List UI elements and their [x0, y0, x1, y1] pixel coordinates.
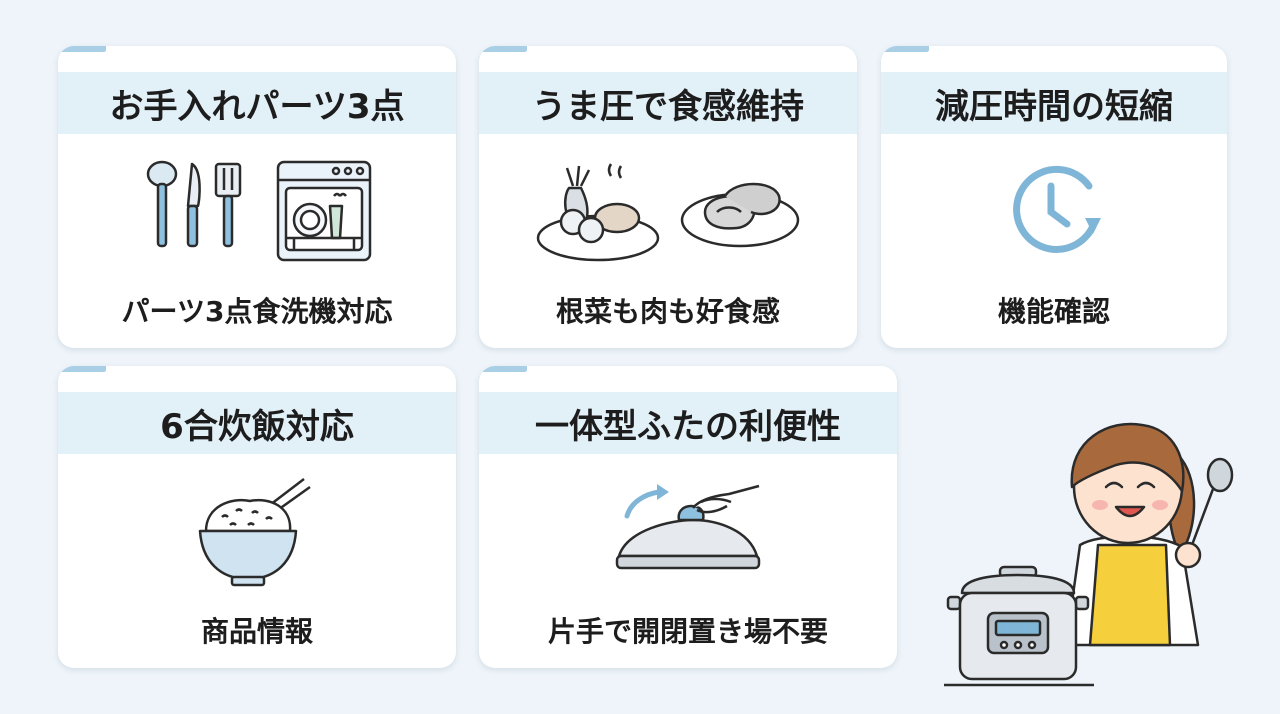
dishwasher-icon	[276, 160, 372, 262]
clock-icon	[1013, 165, 1101, 253]
card-caption: 根菜も肉も好食感	[555, 295, 780, 328]
card-tab	[58, 46, 106, 52]
card-tab	[479, 46, 527, 52]
card-illustration	[479, 466, 897, 596]
feature-card-depressurize: 減圧時間の短縮 機能確認	[881, 46, 1227, 348]
card-tab	[479, 366, 527, 372]
meat-plate-icon	[680, 182, 800, 248]
rice-bowl-icon	[198, 478, 311, 587]
card-title: うま圧で食感維持	[479, 72, 857, 134]
card-illustration	[479, 146, 857, 276]
feature-card-rice: 6合炊飯対応 商品情報	[58, 366, 456, 668]
feature-card-texture: うま圧で食感維持 根菜も肉も好食感	[479, 46, 857, 348]
card-caption: 商品情報	[200, 615, 313, 648]
card-caption: 機能確認	[997, 295, 1110, 328]
card-illustration	[58, 146, 456, 276]
card-illustration	[58, 466, 456, 596]
card-title: 6合炊飯対応	[58, 392, 456, 454]
card-caption: パーツ3点食洗機対応	[121, 295, 393, 328]
pressure-cooker-icon	[944, 565, 1094, 687]
card-title: お手入れパーツ3点	[58, 72, 456, 134]
lid-hand-icon	[615, 484, 761, 570]
card-title: 一体型ふたの利便性	[479, 392, 897, 454]
root-vegetables-icon	[536, 163, 660, 262]
card-illustration	[881, 146, 1227, 276]
card-caption: 片手で開閉置き場不要	[547, 615, 828, 648]
card-tab	[881, 46, 929, 52]
card-title: 減圧時間の短縮	[881, 72, 1227, 134]
utensils-icon	[146, 160, 242, 248]
mascot	[930, 395, 1240, 695]
feature-card-lid: 一体型ふたの利便性 片手で開閉置き場不要	[479, 366, 897, 668]
woman-chef-icon	[1064, 422, 1234, 647]
feature-card-care-parts: お手入れパーツ3点	[58, 46, 456, 348]
card-tab	[58, 366, 106, 372]
